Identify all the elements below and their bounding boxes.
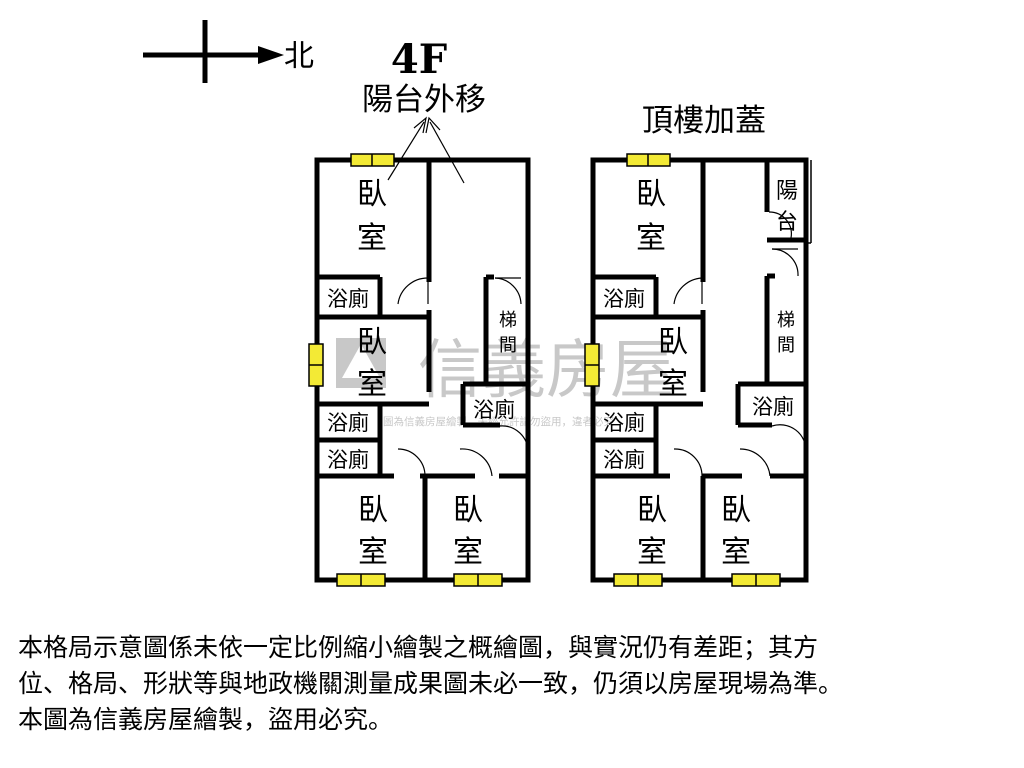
- room-label: 臥: [357, 325, 387, 360]
- room-label: 臥: [658, 325, 688, 360]
- plan-rooftop-windows: [584, 153, 781, 587]
- watermark: 信義房屋 圖為信義房屋繪製，未經允許請勿盜用，違者必究: [336, 334, 674, 428]
- room-label-2: 室: [721, 535, 751, 570]
- compass: 北: [143, 20, 314, 83]
- room-label: 臥: [453, 493, 483, 528]
- watermark-brand: 信義房屋: [418, 334, 674, 408]
- room-label-2: 室: [658, 367, 688, 402]
- plan-4f-windows: [308, 153, 503, 587]
- room-label-2: 室: [453, 535, 483, 570]
- room-label: 臥: [637, 493, 667, 528]
- floor-label-4f: 4F: [391, 36, 447, 83]
- stair-label-2: 間: [777, 335, 795, 356]
- room-label-2: 室: [357, 367, 387, 402]
- disclaimer: 本格局示意圖係未依一定比例縮小繪製之概繪圖，與實況仍有差距；其方 位、格局、形狀…: [18, 630, 1008, 738]
- room-label: 臥: [636, 177, 666, 212]
- compass-arrowhead: [258, 46, 284, 64]
- room-label: 臥: [721, 493, 751, 528]
- stair-label: 梯: [777, 310, 795, 331]
- plan-4f: 臥 浴廁 臥 浴廁 浴廁 浴廁 臥 臥 室 室 室 室 梯 間: [308, 153, 531, 587]
- room-label-2: 室: [357, 221, 387, 256]
- room-label: 浴廁: [327, 411, 369, 435]
- compass-north-label: 北: [284, 39, 314, 74]
- room-label: 臥: [357, 177, 387, 212]
- disclaimer-line: 本格局示意圖係未依一定比例縮小繪製之概繪圖，與實況仍有差距；其方: [18, 633, 819, 662]
- note-arrows: [387, 116, 465, 184]
- rooftop-addition-title: 頂樓加蓋: [642, 103, 766, 139]
- room-label: 浴廁: [603, 448, 645, 472]
- room-label: 浴廁: [603, 411, 645, 435]
- balcony-railing: [806, 160, 812, 244]
- plan-rooftop-walls: [590, 157, 809, 583]
- room-label: 浴廁: [473, 398, 515, 422]
- watermark-notice: 圖為信義房屋繪製，未經允許請勿盜用，違者必究: [383, 415, 614, 428]
- plan-rooftop-doors: [673, 211, 807, 477]
- room-label: 浴廁: [327, 448, 369, 472]
- room-label: 浴廁: [327, 287, 369, 311]
- balcony-moved-note: 陽台外移: [362, 82, 486, 118]
- disclaimer-line: 本圖為信義房屋繪製，盜用必究。: [18, 705, 394, 734]
- stair-label: 梯: [499, 310, 517, 331]
- room-label: 浴廁: [752, 395, 794, 419]
- balcony-label-2: 台: [776, 210, 798, 235]
- room-label-2: 室: [637, 535, 667, 570]
- balcony-label: 陽: [776, 179, 798, 204]
- room-label: 浴廁: [603, 287, 645, 311]
- room-label-2: 室: [636, 221, 666, 256]
- plan-4f-doors: [397, 277, 529, 477]
- plan-rooftop: 臥 浴廁 臥 浴廁 浴廁 浴廁 臥 臥 室 室 室 室 梯 間 陽 台: [584, 153, 812, 587]
- room-label-2: 室: [358, 535, 388, 570]
- stair-label-2: 間: [499, 335, 517, 356]
- disclaimer-line: 位、格局、形狀等與地政機關測量成果圖未必一致，仍須以房屋現場為準。: [18, 669, 844, 698]
- room-label: 臥: [358, 493, 388, 528]
- plan-4f-walls: [314, 157, 531, 583]
